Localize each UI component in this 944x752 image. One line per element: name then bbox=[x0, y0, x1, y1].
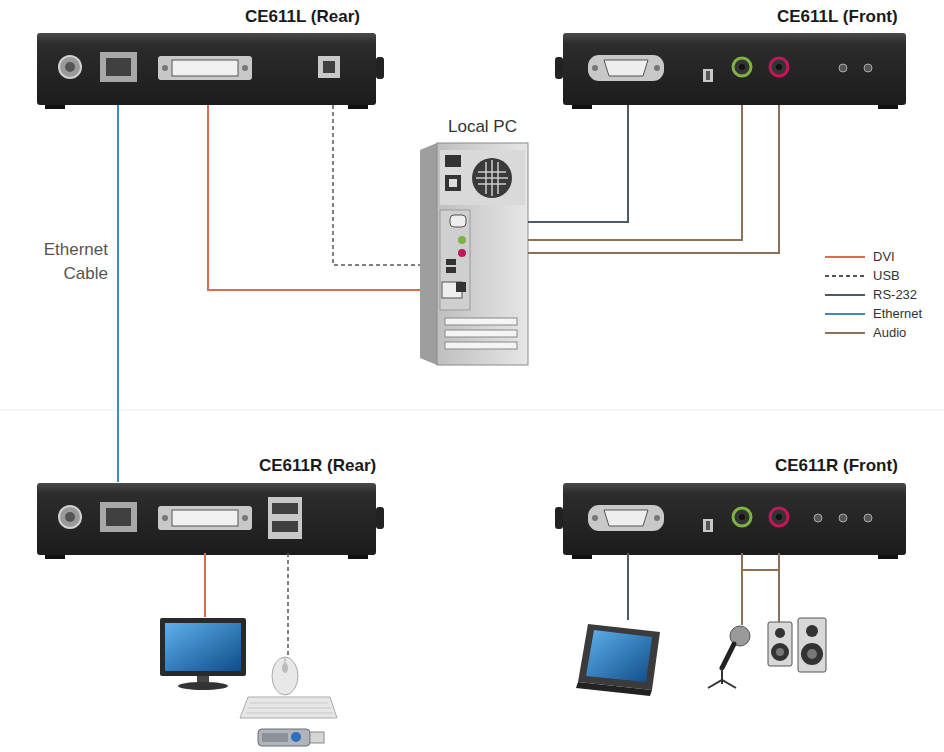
legend-sample bbox=[825, 272, 865, 280]
device-heading: CE611R (Front) bbox=[775, 456, 898, 476]
cable bbox=[528, 105, 779, 253]
legend-row: USB bbox=[825, 268, 900, 283]
legend-text: Audio bbox=[873, 325, 906, 340]
extender-unit: CE611L (Front) bbox=[563, 33, 906, 105]
legend-text: DVI bbox=[873, 249, 895, 264]
extender-unit: CE611R (Rear) bbox=[37, 482, 376, 554]
legend-sample bbox=[825, 329, 865, 337]
legend-text: USB bbox=[873, 268, 900, 283]
legend-sample bbox=[825, 253, 865, 261]
cable bbox=[528, 105, 628, 222]
legend-row: Ethernet bbox=[825, 306, 922, 321]
device-heading: CE611L (Rear) bbox=[245, 7, 360, 27]
cable bbox=[333, 105, 420, 265]
cable-label: Ethernet Cable bbox=[8, 238, 108, 286]
legend-sample bbox=[825, 310, 865, 318]
pc-tower: Local PC bbox=[420, 143, 528, 365]
cable bbox=[528, 105, 742, 240]
legend-text: Ethernet bbox=[873, 306, 922, 321]
device-heading: CE611R (Rear) bbox=[259, 456, 376, 476]
legend-row: DVI bbox=[825, 249, 895, 264]
cable bbox=[117, 105, 119, 482]
legend-row: Audio bbox=[825, 325, 906, 340]
legend-row: RS-232 bbox=[825, 287, 917, 302]
extender-unit: CE611R (Front) bbox=[563, 482, 906, 554]
device-heading: CE611L (Front) bbox=[777, 7, 898, 27]
legend-sample bbox=[825, 291, 865, 299]
device-heading: Local PC bbox=[448, 117, 517, 137]
cable bbox=[208, 105, 420, 290]
extender-unit: CE611L (Rear) bbox=[37, 33, 376, 105]
legend-text: RS-232 bbox=[873, 287, 917, 302]
